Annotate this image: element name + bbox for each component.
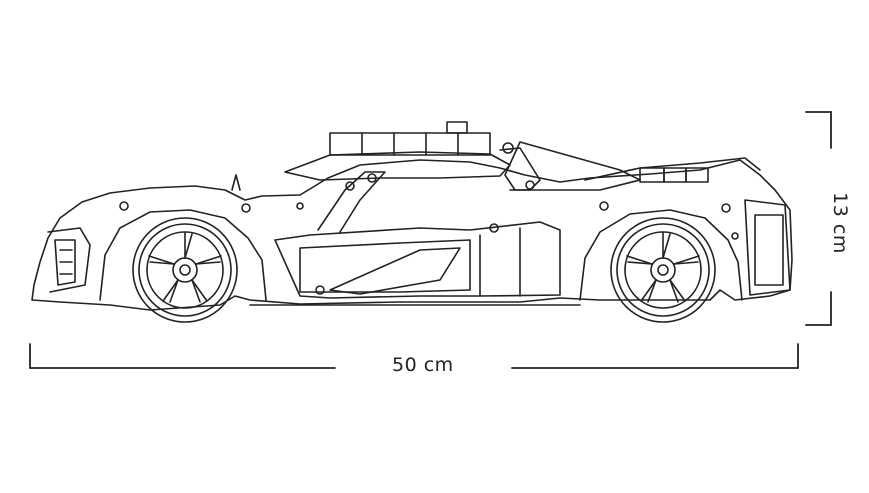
height-label: 13 cm <box>829 192 851 254</box>
front-wheel <box>132 217 238 323</box>
width-dimension-line <box>29 343 799 369</box>
rear-wheel <box>610 217 716 323</box>
width-label: 50 cm <box>392 354 454 376</box>
car-body <box>31 121 793 311</box>
height-dimension-line <box>805 111 832 326</box>
